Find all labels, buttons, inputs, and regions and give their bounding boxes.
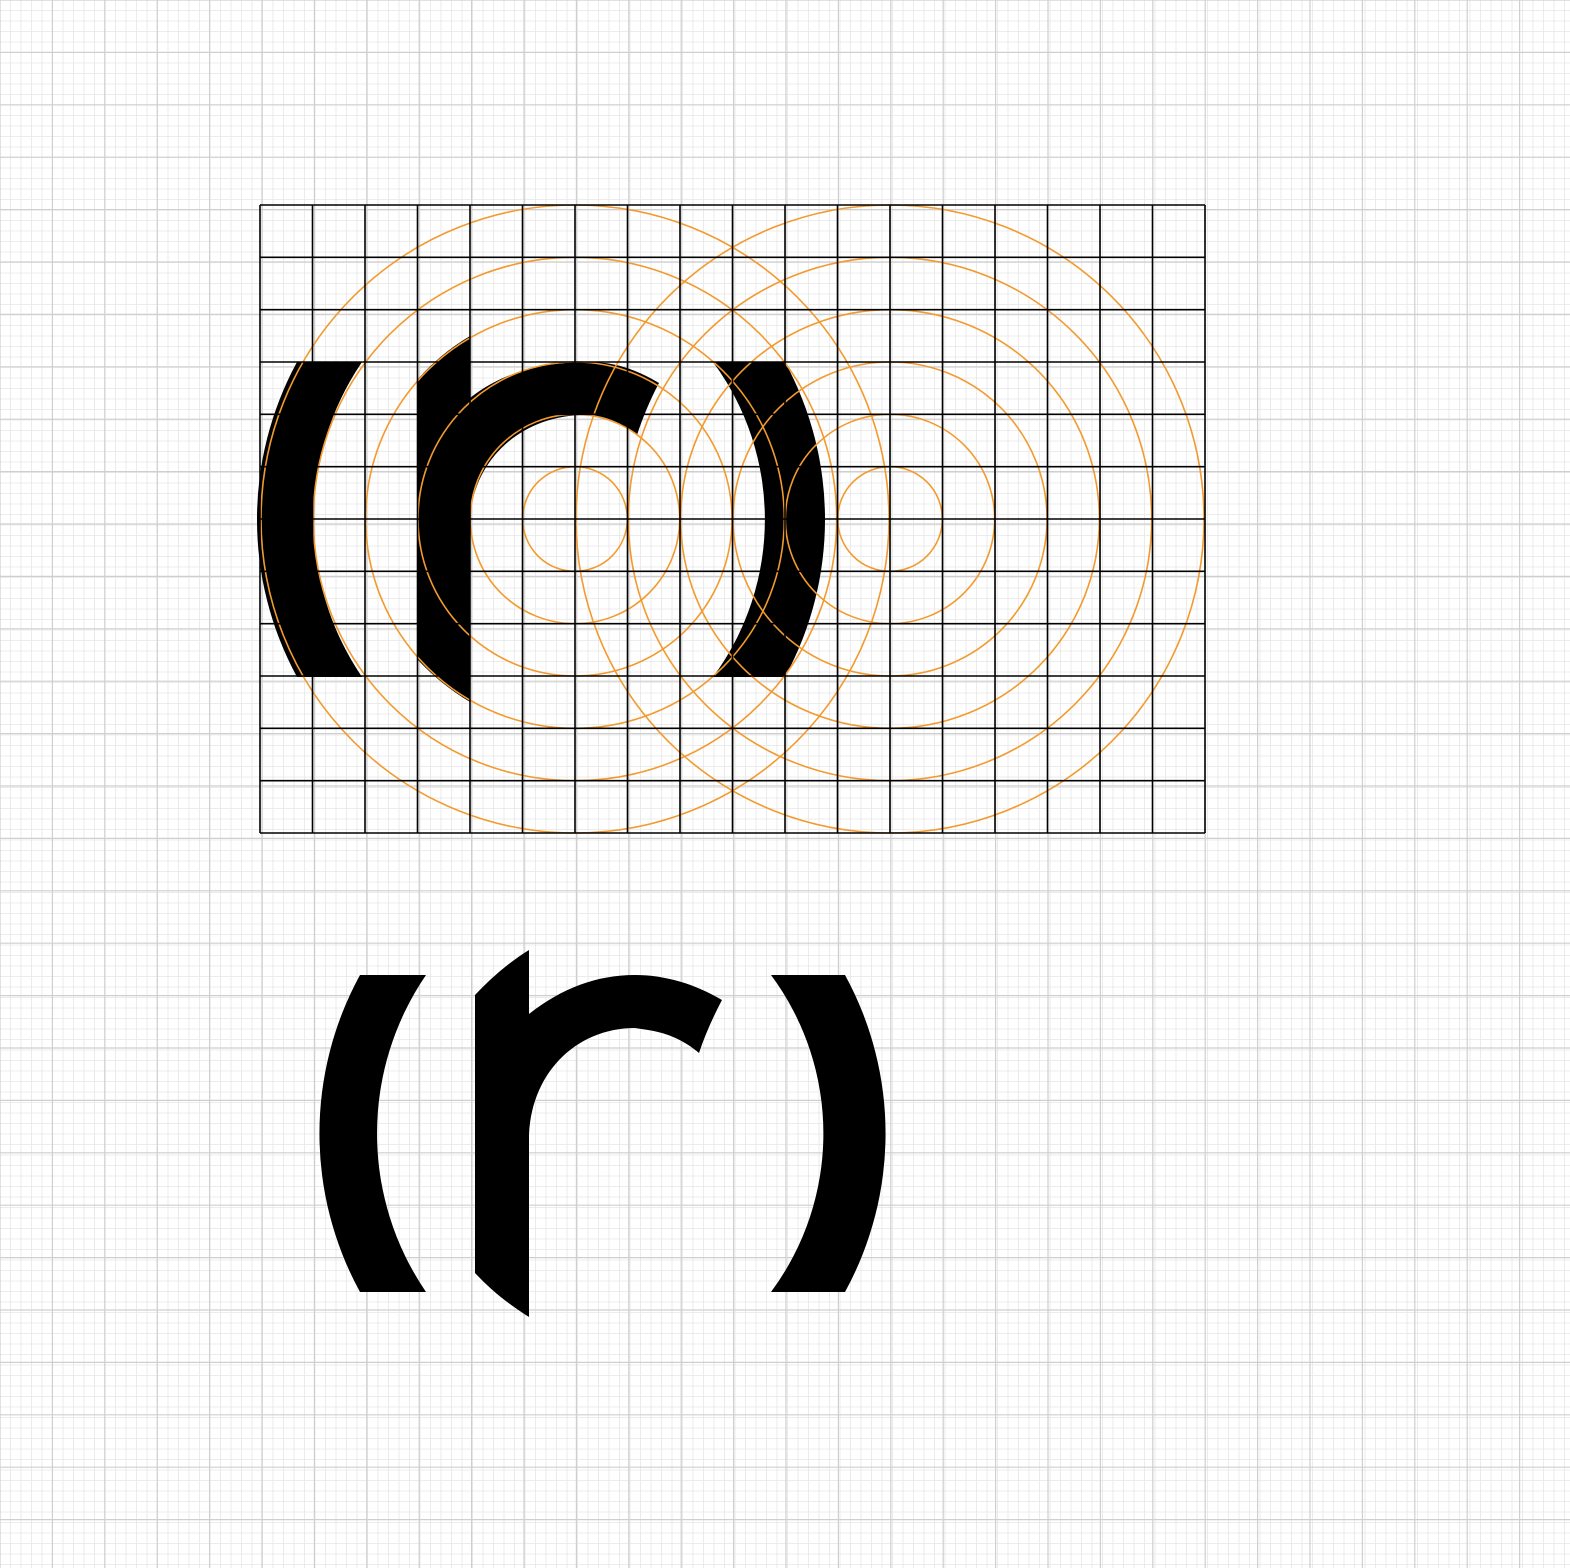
construction-grid — [259, 204, 1206, 834]
final-logo — [319, 950, 886, 1317]
final-r-glyph — [475, 950, 722, 1317]
final-left-parenthesis — [319, 975, 426, 1292]
r-glyph-shape — [418, 336, 659, 702]
construction-diagram — [256, 204, 1206, 834]
final-right-parenthesis — [771, 975, 886, 1292]
